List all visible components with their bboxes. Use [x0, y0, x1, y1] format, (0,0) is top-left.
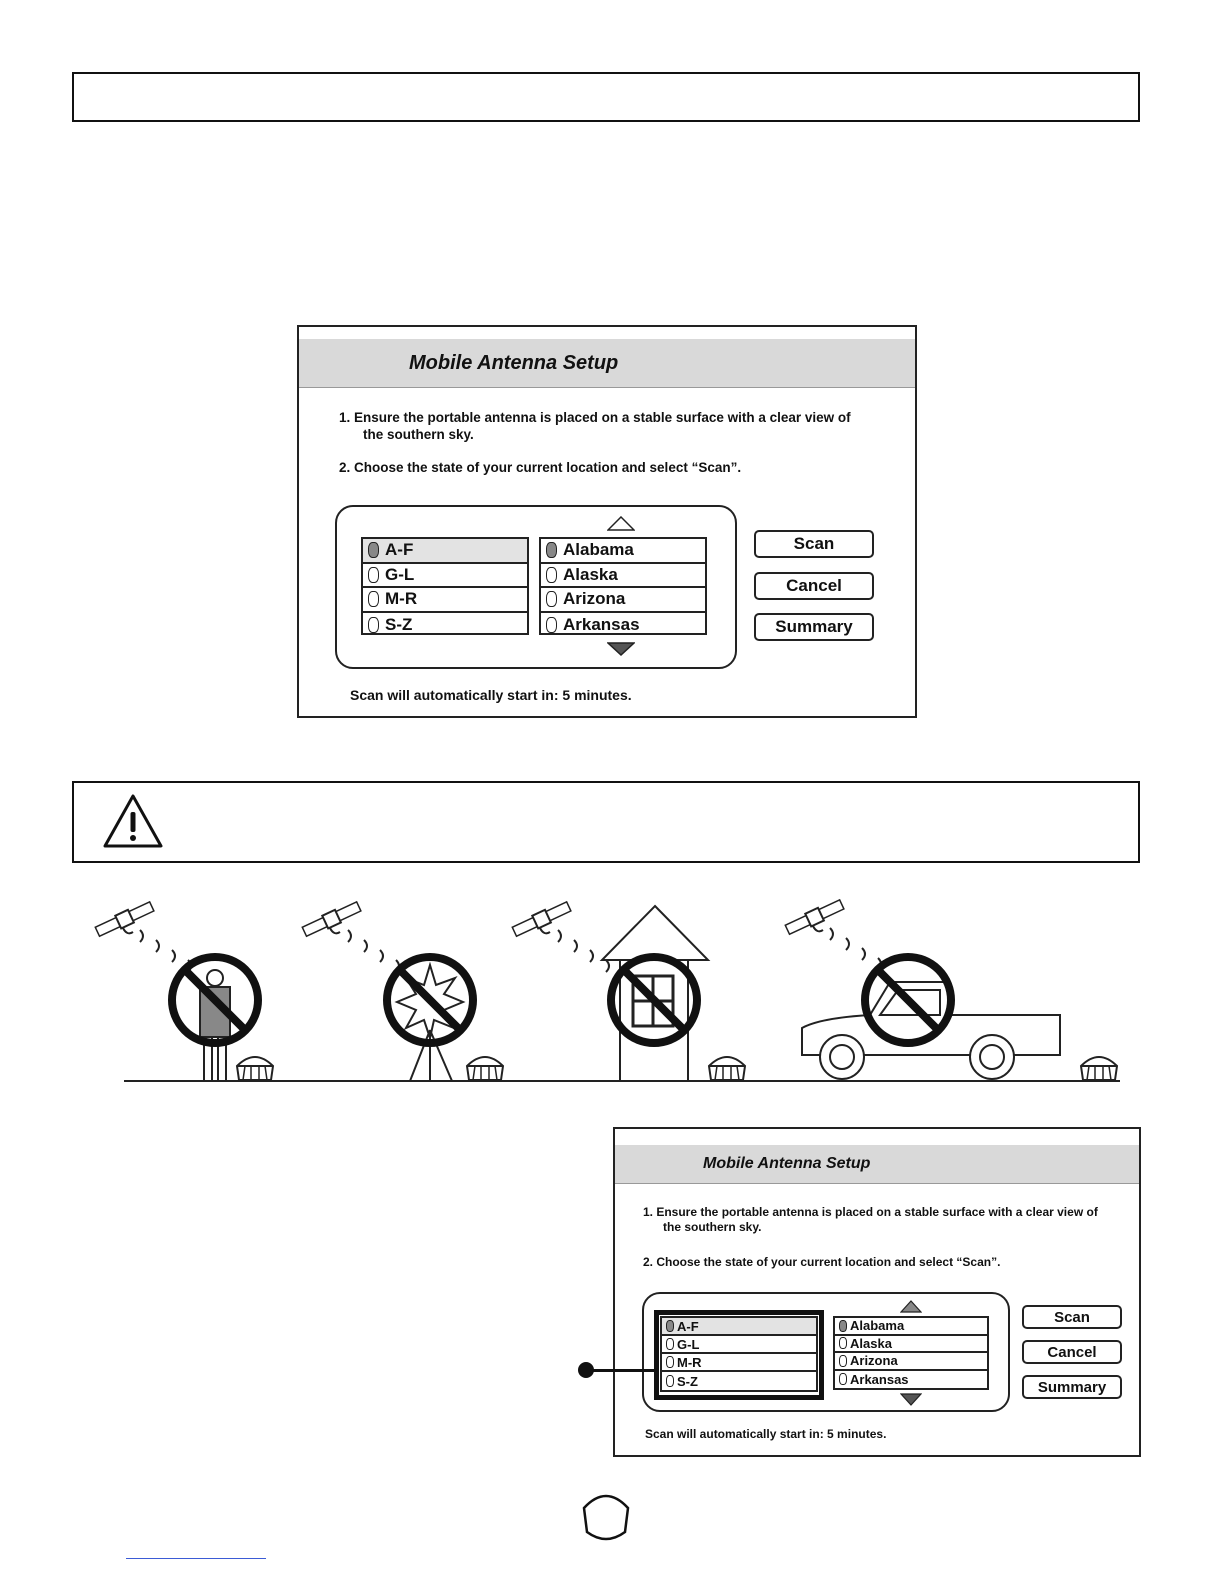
radio-selected-icon — [839, 1319, 847, 1332]
summary-button[interactable]: Summary — [1022, 1375, 1122, 1399]
range-item-m-r[interactable]: M-R — [662, 1354, 816, 1372]
range-list: A-F G-L M-R S-Z — [361, 537, 529, 635]
radio-icon — [368, 566, 379, 583]
selection-panel: A-F G-L M-R S-Z Alabama Alaska Arizona A… — [335, 505, 737, 669]
range-item-s-z[interactable]: S-Z — [363, 613, 527, 638]
instruction-1: 1. Ensure the portable antenna is placed… — [643, 1205, 1098, 1219]
scroll-down-arrow-icon[interactable] — [607, 641, 635, 657]
radio-icon — [839, 1373, 847, 1386]
radio-icon — [666, 1338, 674, 1350]
vehicle-obstruction — [801, 981, 1061, 1080]
radio-selected-icon — [666, 1320, 674, 1332]
antenna-icon — [466, 1056, 504, 1081]
antenna-icon — [236, 1056, 274, 1081]
screen-title: Mobile Antenna Setup — [703, 1155, 871, 1172]
radio-icon — [839, 1354, 847, 1367]
state-item-alabama[interactable]: Alabama — [835, 1318, 987, 1336]
cancel-button[interactable]: Cancel — [1022, 1340, 1122, 1364]
instruction-2: 2. Choose the state of your current loca… — [339, 460, 742, 475]
selection-panel: A-F G-L M-R S-Z Alabama Alaska Arizona A… — [642, 1292, 1010, 1412]
signal-waves — [557, 929, 610, 973]
scan-countdown: Scan will automatically start in: 5 minu… — [350, 687, 632, 703]
callout-dot — [578, 1362, 594, 1378]
building-obstruction — [599, 904, 711, 1082]
instruction-1-continued: the southern sky. — [663, 1220, 762, 1234]
screen-header: Mobile Antenna Setup — [615, 1145, 1139, 1184]
radio-icon — [368, 591, 379, 608]
antenna-icon — [708, 1056, 746, 1081]
prohibition-icon — [168, 953, 262, 1047]
instruction-1: 1. Ensure the portable antenna is placed… — [339, 410, 851, 425]
state-item-arkansas[interactable]: Arkansas — [835, 1371, 987, 1389]
prohibition-icon — [383, 953, 477, 1047]
screen-title: Mobile Antenna Setup — [409, 352, 619, 374]
instructions: 1. Ensure the portable antenna is placed… — [339, 409, 851, 476]
instructions: 1. Ensure the portable antenna is placed… — [643, 1205, 1098, 1270]
radio-icon — [368, 616, 379, 633]
satellite-icon — [511, 900, 572, 938]
radio-selected-icon — [368, 542, 379, 559]
state-item-arizona[interactable]: Arizona — [541, 588, 705, 613]
state-list: Alabama Alaska Arizona Arkansas — [539, 537, 707, 635]
scroll-up-arrow-icon[interactable] — [900, 1300, 922, 1314]
state-list: Alabama Alaska Arizona Arkansas — [833, 1316, 989, 1390]
mobile-antenna-setup-screen-detail: Mobile Antenna Setup 1. Ensure the porta… — [613, 1127, 1141, 1457]
radio-icon — [666, 1375, 674, 1387]
satellite-icon — [301, 900, 362, 938]
scroll-down-arrow-icon[interactable] — [900, 1392, 922, 1406]
radio-icon — [546, 591, 557, 608]
range-item-a-f[interactable]: A-F — [662, 1318, 816, 1336]
prohibition-icon — [861, 953, 955, 1047]
range-item-a-f[interactable]: A-F — [363, 539, 527, 564]
range-item-s-z[interactable]: S-Z — [662, 1372, 816, 1390]
mobile-antenna-setup-screen: Mobile Antenna Setup 1. Ensure the porta… — [297, 325, 917, 718]
radio-icon — [666, 1356, 674, 1368]
radio-icon — [546, 616, 557, 633]
state-item-alabama[interactable]: Alabama — [541, 539, 705, 564]
range-item-g-l[interactable]: G-L — [662, 1336, 816, 1354]
callout-line — [590, 1369, 654, 1372]
cancel-button[interactable]: Cancel — [754, 572, 874, 600]
prohibition-icon — [607, 953, 701, 1047]
satellite-icon — [784, 898, 845, 936]
scan-countdown: Scan will automatically start in: 5 minu… — [645, 1427, 887, 1441]
scan-button[interactable]: Scan — [1022, 1305, 1122, 1329]
scan-button[interactable]: Scan — [754, 530, 874, 558]
warning-box — [72, 781, 1140, 863]
page-number-badge-icon — [582, 1494, 630, 1541]
state-item-alaska[interactable]: Alaska — [541, 564, 705, 588]
warning-icon — [103, 794, 163, 848]
radio-icon — [546, 566, 557, 583]
obstruction-illustration — [94, 898, 1120, 1082]
antenna-icon — [1080, 1056, 1118, 1081]
range-item-m-r[interactable]: M-R — [363, 588, 527, 613]
instruction-1-continued: the southern sky. — [363, 427, 474, 442]
summary-button[interactable]: Summary — [754, 613, 874, 641]
range-item-g-l[interactable]: G-L — [363, 564, 527, 588]
highlight-frame — [654, 1310, 824, 1400]
instruction-2: 2. Choose the state of your current loca… — [643, 1255, 1001, 1269]
signal-waves — [829, 927, 882, 971]
footer-link-line — [126, 1558, 266, 1559]
scroll-up-arrow-icon[interactable] — [607, 516, 635, 532]
state-item-alaska[interactable]: Alaska — [835, 1336, 987, 1353]
signal-waves — [347, 929, 400, 973]
radio-selected-icon — [546, 542, 557, 559]
state-item-arizona[interactable]: Arizona — [835, 1353, 987, 1371]
satellite-icon — [94, 900, 155, 938]
radio-icon — [839, 1337, 847, 1350]
screen-header: Mobile Antenna Setup — [299, 339, 915, 388]
state-item-arkansas[interactable]: Arkansas — [541, 613, 705, 638]
range-list: A-F G-L M-R S-Z — [660, 1316, 818, 1392]
section-header-box — [72, 72, 1140, 122]
